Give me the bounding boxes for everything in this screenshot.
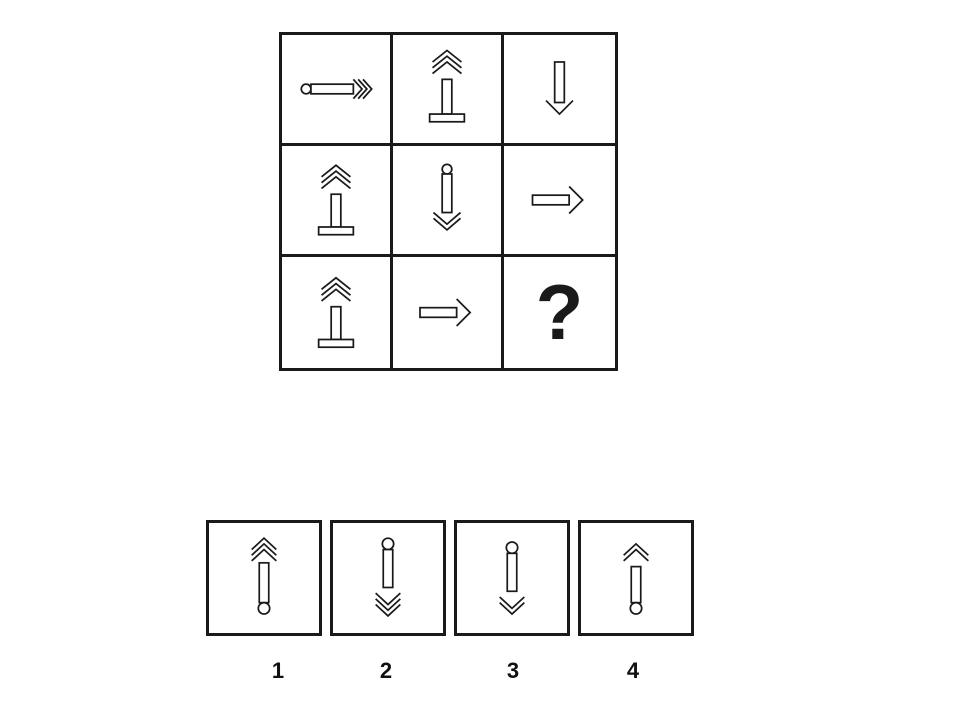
arrow-up-chevrons-bar-base-icon bbox=[317, 164, 355, 236]
puzzle-grid: ? bbox=[279, 32, 618, 371]
arrow-down-double-chevrons-circle-tail-icon bbox=[499, 541, 525, 616]
arrow-down-simple-icon bbox=[545, 61, 574, 116]
arrow-down-chevrons-circle-tail-icon bbox=[432, 163, 462, 232]
grid-cell-6 bbox=[504, 146, 615, 257]
option-label-3: 3 bbox=[506, 658, 520, 683]
grid-cell-8 bbox=[393, 257, 504, 368]
arrow-up-triple-chevrons-circle-tail-icon bbox=[251, 537, 277, 615]
arrow-up-double-chevrons-circle-tail-icon bbox=[623, 542, 649, 615]
arrow-right-simple-icon bbox=[419, 298, 472, 327]
arrow-up-chevrons-bar-base-icon bbox=[317, 276, 355, 349]
question-mark: ? bbox=[535, 268, 584, 356]
grid-cell-5 bbox=[393, 146, 504, 257]
grid-cell-4 bbox=[282, 146, 393, 257]
grid-cell-3 bbox=[504, 35, 615, 146]
option-label-1: 1 bbox=[271, 658, 285, 683]
grid-cell-7 bbox=[282, 257, 393, 368]
answer-option-3[interactable] bbox=[454, 520, 570, 636]
arrow-up-chevrons-bar-base-icon bbox=[428, 49, 466, 123]
arrow-down-triple-chevrons-circle-tail-icon bbox=[375, 537, 401, 618]
answer-option-1[interactable] bbox=[206, 520, 322, 636]
option-label-2: 2 bbox=[379, 658, 393, 683]
option-label-4: 4 bbox=[626, 658, 640, 683]
answer-option-2[interactable] bbox=[330, 520, 446, 636]
grid-cell-1 bbox=[282, 35, 393, 146]
grid-cell-2 bbox=[393, 35, 504, 146]
grid-cell-9: ? bbox=[504, 257, 615, 368]
arrow-right-simple-icon bbox=[531, 185, 584, 215]
answer-option-4[interactable] bbox=[578, 520, 694, 636]
arrow-right-chevrons-circle-tail-icon bbox=[300, 78, 373, 100]
